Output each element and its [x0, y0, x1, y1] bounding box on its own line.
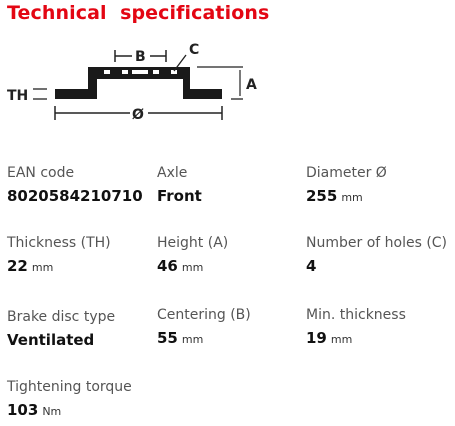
spec-label: Diameter Ø: [306, 165, 387, 181]
spec-value: Ventilated: [7, 331, 95, 349]
spec-label: Thickness (TH): [7, 235, 111, 251]
spec-label: Height (A): [157, 235, 229, 251]
spec-number-of-holes: Number of holes (C) 4: [306, 234, 447, 275]
spec-ean-code: EAN code 8020584210710: [7, 164, 143, 205]
spec-brake-disc-type: Brake disc type Ventilated: [7, 308, 115, 349]
spec-label: Min. thickness: [306, 307, 406, 323]
spec-label: Centering (B): [157, 307, 251, 323]
spec-label: Number of holes (C): [306, 235, 448, 251]
spec-label: Tightening torque: [7, 379, 132, 395]
spec-axle: Axle Front: [157, 164, 202, 205]
label-a: A: [246, 77, 257, 93]
spec-value: Front: [157, 187, 202, 205]
spec-value: 4: [306, 257, 317, 275]
label-th: TH: [7, 88, 28, 104]
spec-label: Axle: [157, 165, 188, 181]
spec-label: Brake disc type: [7, 309, 116, 325]
label-c: C: [189, 42, 199, 58]
disc-hub-inner: [97, 79, 183, 99]
label-b: B: [135, 49, 146, 65]
spec-label: EAN code: [7, 165, 75, 181]
page-title: Technical specifications: [7, 2, 270, 24]
spec-value: 8020584210710: [7, 187, 143, 205]
disc-profile: [55, 67, 222, 99]
brake-disc-diagram: B C A TH Ø: [7, 42, 257, 123]
label-diameter: Ø: [132, 107, 144, 123]
